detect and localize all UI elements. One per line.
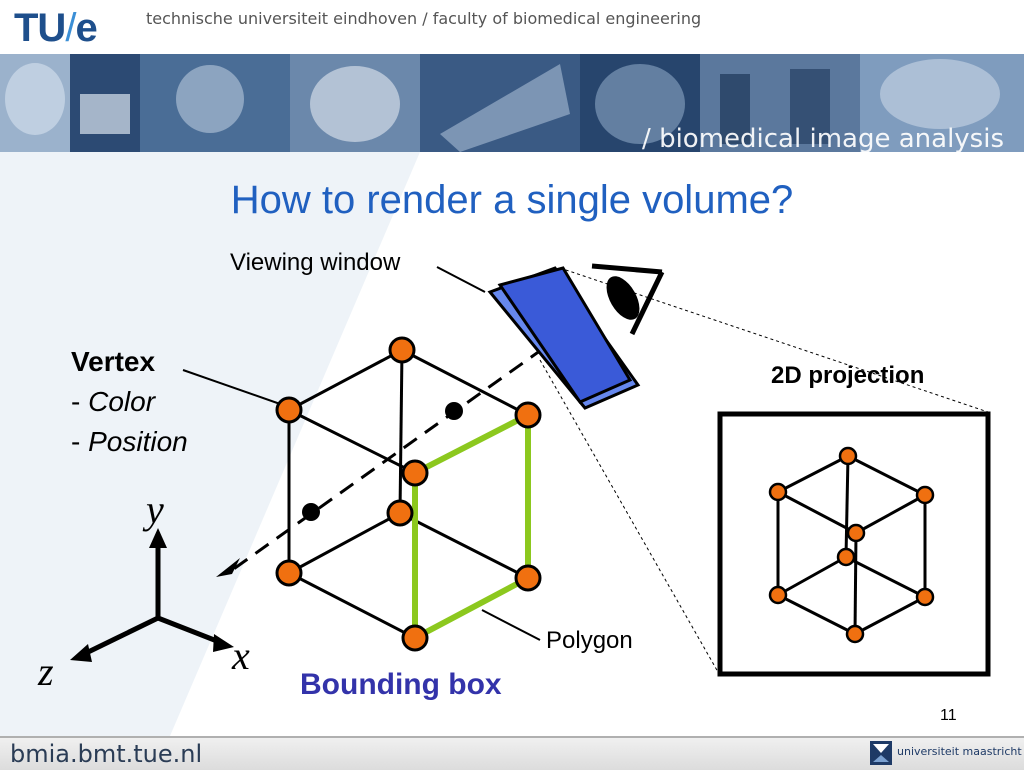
vertex-set — [275, 336, 542, 652]
banner-caption: / biomedical image analysis — [642, 124, 1004, 152]
axis-z-label: z — [38, 649, 54, 694]
ray-exit-point — [302, 503, 320, 521]
vertex — [514, 401, 542, 429]
projected-vertex — [845, 624, 865, 644]
ray-arrowhead — [216, 558, 240, 577]
slide-title: How to render a single volume? — [230, 178, 794, 222]
axis-x-label: x — [232, 633, 250, 678]
banner-imagery — [0, 54, 1024, 152]
projected-vertex — [915, 485, 935, 505]
slide-header: TU/e technische universiteit eindhoven /… — [0, 0, 1024, 54]
vertex-label: Vertex — [71, 346, 156, 377]
slide-background — [0, 152, 1024, 736]
viewing-window-label: Viewing window — [230, 249, 401, 276]
vertex — [388, 336, 416, 364]
bounding-box-label: Bounding box — [300, 668, 502, 701]
projected-vertex — [768, 482, 788, 502]
polygon-leader — [481, 609, 541, 641]
header-tagline: technische universiteit eindhoven / facu… — [146, 9, 702, 28]
header-banner: / biomedical image analysis — [0, 54, 1024, 152]
slide-footer: bmia.bmt.tue.nl universiteit maastricht — [0, 736, 1024, 770]
tue-logo: TU/e — [14, 4, 98, 52]
bullet-dash: - — [71, 426, 81, 457]
axis-y-label: y — [146, 487, 164, 532]
vertex-attribute-position: - Position — [71, 426, 188, 458]
projection-edges — [776, 454, 927, 636]
vertex-attribute-position-text: Position — [88, 426, 188, 457]
vertex-leader — [182, 369, 284, 406]
vertex — [275, 559, 303, 587]
eye-icon — [591, 263, 665, 336]
polygon-face — [412, 410, 531, 643]
polygon-label: Polygon — [546, 627, 633, 654]
x-axis-arrow — [213, 634, 234, 652]
page-number: 11 — [940, 707, 957, 724]
frustum-line-bottom — [539, 359, 719, 673]
viewing-ray — [227, 331, 566, 575]
vertex-attribute-color: - Color — [71, 386, 155, 418]
ray-entry-point — [445, 402, 463, 420]
vertex — [401, 624, 429, 652]
vertex — [275, 396, 303, 424]
projected-vertex — [836, 547, 856, 567]
background-wash — [0, 152, 420, 736]
logo-slash: / — [65, 6, 76, 50]
viewing-window — [497, 266, 633, 404]
logo-e: e — [75, 6, 97, 50]
z-axis-arrow — [70, 644, 92, 662]
coordinate-axes — [80, 542, 223, 658]
projected-vertex — [838, 446, 858, 466]
maastricht-logo-icon — [870, 741, 892, 765]
projected-vertex — [768, 585, 788, 605]
footer-url: bmia.bmt.tue.nl — [10, 740, 203, 768]
vertex — [401, 459, 429, 487]
bounding-box-edges — [287, 348, 529, 640]
vertex-attribute-color-text: Color — [88, 386, 156, 417]
projection-label: 2D projection — [771, 362, 925, 389]
projected-vertex — [846, 523, 866, 543]
projected-vertex — [915, 587, 935, 607]
logo-tu: TU — [14, 6, 66, 50]
bullet-dash: - — [71, 386, 81, 417]
partner-name: universiteit maastricht — [897, 745, 1022, 758]
viewing-window-leader — [436, 266, 486, 293]
vertex — [386, 499, 414, 527]
projection-vertex-set — [768, 446, 935, 644]
vertex — [514, 564, 542, 592]
y-axis-arrow — [149, 528, 167, 548]
